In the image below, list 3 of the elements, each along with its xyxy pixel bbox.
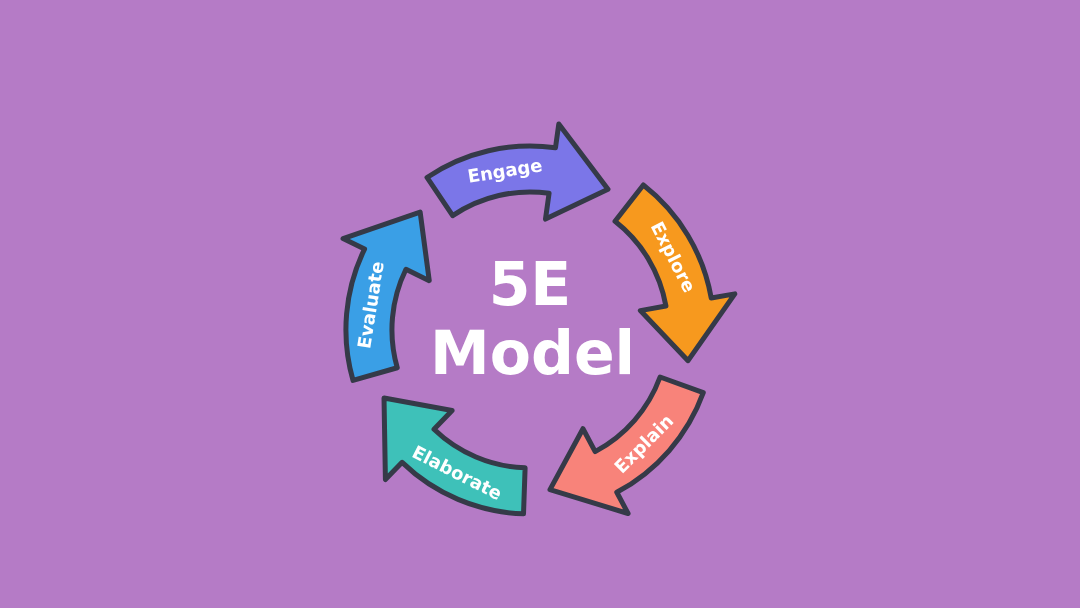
stage-label: Engage	[466, 156, 544, 186]
diagram-title: 5E Model	[430, 250, 630, 388]
stage-label: Evaluate	[355, 259, 387, 350]
